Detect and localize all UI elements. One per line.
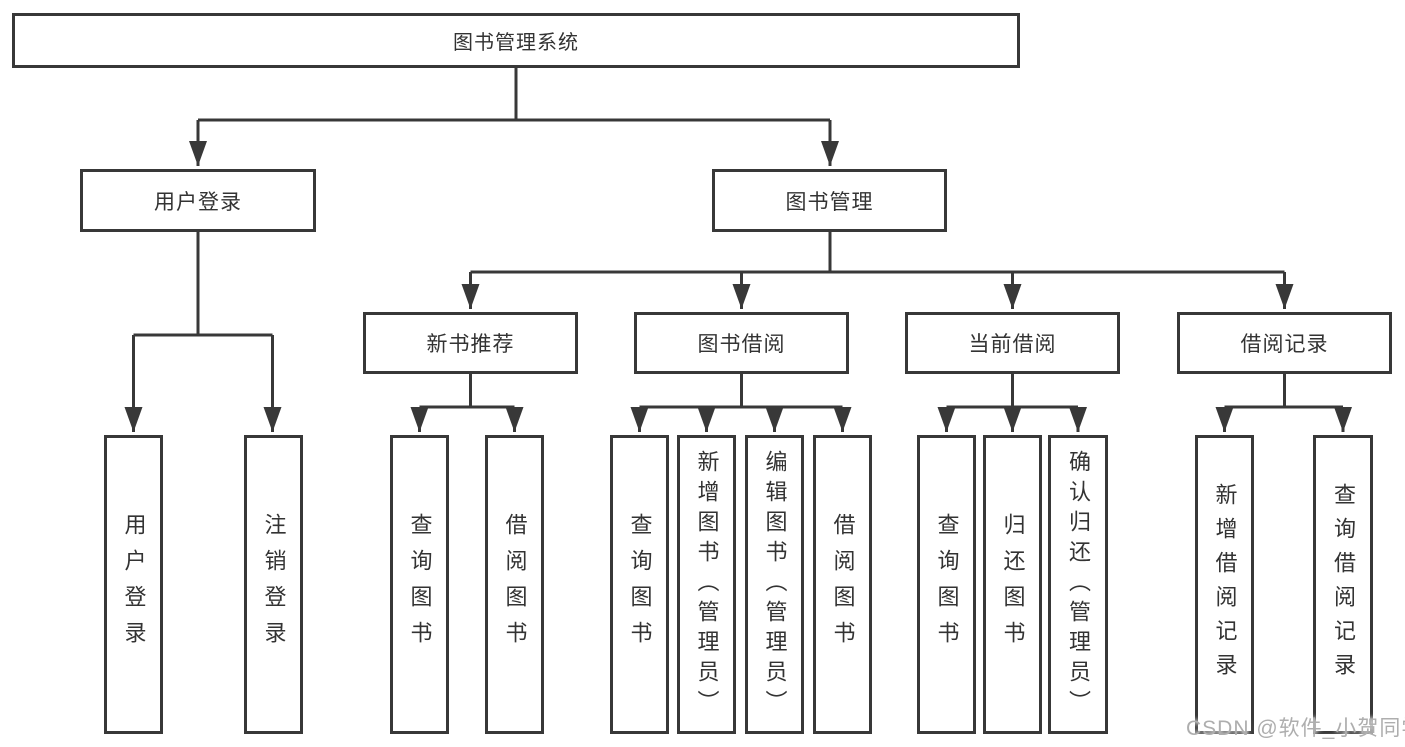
node-rec-add: 新增借阅记录 [1195, 435, 1254, 734]
node-current-borrow: 当前借阅 [905, 312, 1120, 374]
connector-login-spine [133, 232, 273, 337]
connector-newbook-spine [419, 374, 515, 409]
connector-current-spine [946, 374, 1078, 409]
connector-records-spine [1224, 374, 1343, 409]
node-bb-borrow: 借阅图书 [813, 435, 872, 734]
node-rec-query: 查询借阅记录 [1313, 435, 1373, 734]
node-new-book-rec: 新书推荐 [363, 312, 578, 374]
node-root: 图书管理系统 [12, 13, 1020, 68]
node-nbr-borrow: 借阅图书 [485, 435, 544, 734]
node-cb-query: 查询图书 [917, 435, 976, 734]
node-cb-return: 归还图书 [983, 435, 1042, 734]
node-bb-edit: 编辑图书（管理员） [745, 435, 804, 734]
node-bb-query: 查询图书 [610, 435, 669, 734]
node-user-login: 用户登录 [104, 435, 163, 734]
connector-mgmt-spine [470, 232, 1285, 274]
node-book-borrow: 图书借阅 [634, 312, 849, 374]
node-user-login-group: 用户登录 [80, 169, 316, 232]
node-nbr-query: 查询图书 [390, 435, 449, 734]
node-book-mgmt: 图书管理 [712, 169, 947, 232]
connector-root-spine [198, 68, 830, 122]
node-logout: 注销登录 [244, 435, 303, 734]
node-borrow-records: 借阅记录 [1177, 312, 1392, 374]
node-cb-confirm: 确认归还（管理员） [1048, 435, 1108, 734]
watermark: CSDN @软件_小贺同学 [1186, 717, 1405, 740]
node-bb-add: 新增图书（管理员） [677, 435, 736, 734]
connector-borrow-spine [639, 374, 843, 409]
